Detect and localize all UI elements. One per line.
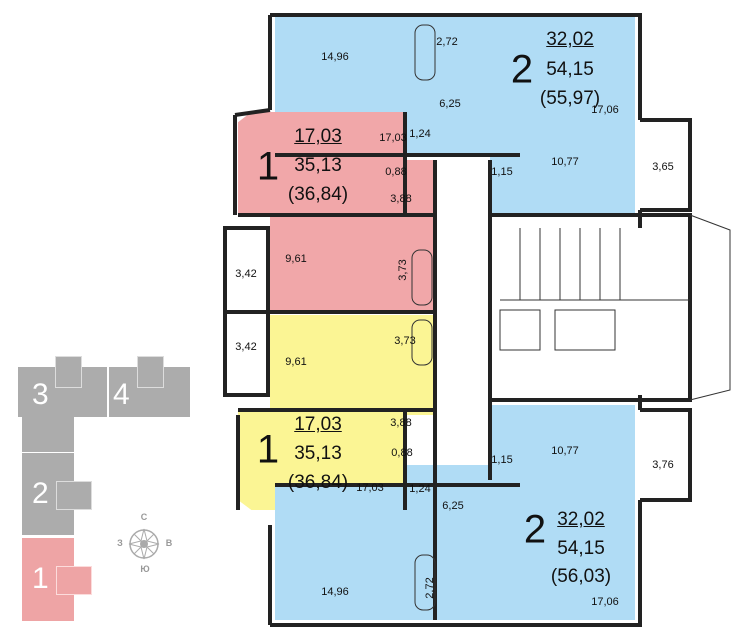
room-count: 2 bbox=[510, 47, 534, 92]
room-area: 9,61 bbox=[285, 356, 307, 368]
living-area: 32,02 bbox=[557, 509, 605, 530]
compass-east: В bbox=[165, 538, 173, 548]
key-label: 3 bbox=[32, 378, 49, 411]
key-label: 2 bbox=[32, 477, 49, 510]
key-label: 4 bbox=[113, 378, 130, 411]
total-area: 35,13 bbox=[294, 155, 342, 176]
balcony-area: 3,42 bbox=[235, 268, 257, 280]
living-area: 32,02 bbox=[546, 29, 594, 50]
room-area: 17,03 bbox=[356, 482, 384, 494]
compass-south: Ю bbox=[140, 564, 150, 574]
room-area: 17,06 bbox=[591, 104, 619, 116]
room-area: 0,88 bbox=[391, 447, 413, 459]
room-count: 2 bbox=[523, 507, 547, 552]
apartment-1-pink-fill-lower bbox=[270, 160, 435, 312]
room-area: 17,06 bbox=[591, 596, 619, 608]
compass-north: С bbox=[140, 512, 148, 522]
total-area-with-balcony: (36,84) bbox=[287, 184, 349, 205]
total-area: 35,13 bbox=[294, 443, 342, 464]
balcony-area: 3,65 bbox=[652, 161, 674, 173]
room-area: 10,77 bbox=[551, 156, 579, 168]
room-area: 9,61 bbox=[285, 253, 307, 265]
total-area-with-balcony: (55,97) bbox=[539, 88, 601, 109]
room-area: 3,88 bbox=[390, 417, 412, 429]
total-area: 54,15 bbox=[546, 59, 594, 80]
room-area: 2,72 bbox=[436, 36, 458, 48]
apartment-2-top-kitchen-fill bbox=[490, 125, 635, 215]
room-area: 3,73 bbox=[394, 335, 416, 347]
room-area: 6,25 bbox=[442, 500, 464, 512]
room-area: 0,88 bbox=[385, 166, 407, 178]
room-count: 1 bbox=[256, 144, 280, 189]
room-area: 1,24 bbox=[409, 128, 431, 140]
room-area: 14,96 bbox=[321, 586, 349, 598]
room-area: 1,24 bbox=[409, 483, 431, 495]
key-label: 1 bbox=[32, 562, 49, 595]
room-area: 17,03 bbox=[379, 132, 407, 144]
compass-rose-icon bbox=[128, 528, 160, 560]
balcony-area: 3,42 bbox=[235, 341, 257, 353]
key-section-3-leg bbox=[22, 417, 74, 452]
balcony-area: 3,76 bbox=[652, 459, 674, 471]
room-area: 14,96 bbox=[321, 51, 349, 63]
apartment-1-yellow-fill[interactable] bbox=[270, 315, 435, 415]
room-area: 6,25 bbox=[439, 98, 461, 110]
room-area: 3,88 bbox=[390, 193, 412, 205]
key-section-2-bump bbox=[56, 481, 92, 510]
room-area: 3,73 bbox=[397, 259, 409, 281]
total-area: 54,15 bbox=[557, 538, 605, 559]
key-section-3-bump bbox=[55, 356, 82, 388]
living-area: 17,03 bbox=[294, 414, 342, 435]
living-area: 17,03 bbox=[294, 126, 342, 147]
total-area-with-balcony: (36,84) bbox=[287, 472, 349, 493]
key-section-1-bump bbox=[56, 566, 92, 595]
room-area: 10,77 bbox=[551, 445, 579, 457]
total-area-with-balcony: (56,03) bbox=[550, 566, 612, 587]
room-count: 1 bbox=[256, 427, 280, 472]
key-section-4-bump bbox=[137, 356, 164, 388]
compass-west: З bbox=[117, 538, 123, 548]
room-area: 2,72 bbox=[424, 577, 436, 599]
room-area: 1,15 bbox=[491, 166, 513, 178]
room-area: 1,15 bbox=[491, 454, 513, 466]
apartment-2-bottom-fill[interactable] bbox=[275, 485, 635, 620]
